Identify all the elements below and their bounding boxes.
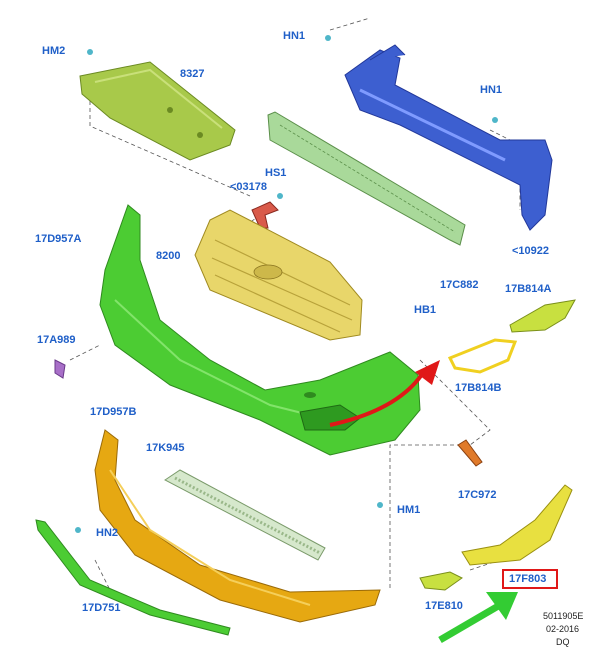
label-hm2: HM2 [42,45,66,57]
hn2-clip-icon [75,527,81,533]
hm1-clip-icon [377,502,383,508]
label-8200: 8200 [156,250,181,262]
label-10922: <10922 [512,245,550,257]
upper-grille [194,209,363,341]
radiator-shield [79,61,236,161]
label-17b814b: 17B814B [455,382,502,394]
red-direction-arrow [329,360,440,427]
footer-code: 5011905E [543,611,584,621]
label-17k945: 17K945 [146,442,185,454]
side-bracket [457,439,483,467]
lower-grille-mesh [164,469,326,561]
label-17d751: 17D751 [82,602,121,614]
bumper-cover [99,204,421,456]
label-17d957b: 17D957B [90,406,137,418]
lower-trim-strip [35,519,231,636]
side-reflector [54,359,66,379]
fog-lamp-bezel [509,299,576,333]
label-hn1-right: HN1 [480,84,503,96]
highlight-box-17f803 [502,569,558,589]
green-direction-arrow [438,592,518,644]
footer-date: 02-2016 [546,624,580,634]
label-17b814a: 17B814A [505,283,552,295]
label-8327: 8327 [180,68,205,80]
fog-lamp-bezel-outline [447,338,518,374]
hm2-clip-icon [87,49,93,55]
label-17e810: 17E810 [425,600,463,612]
energy-absorber [267,111,466,246]
hn1-clip-icon-right [492,117,498,123]
label-17f803: 17F803 [509,573,547,585]
footer-initials: DQ [556,637,570,647]
corner-trim [461,484,573,566]
label-17d957a: 17D957A [35,233,82,245]
label-17c972: 17C972 [458,489,497,501]
lower-bumper-cover [94,429,381,623]
label-17a989: 17A989 [37,334,76,346]
label-hm1: HM1 [397,504,421,516]
bumper-reinforcement [344,44,553,231]
small-trim-piece [419,571,463,591]
hn1-clip-icon-top [325,35,331,41]
hs1-screw-icon [277,193,283,199]
label-hn1-top: HN1 [283,30,306,42]
label-hn2: HN2 [96,527,119,539]
label-hb1: HB1 [414,304,437,316]
label-03178: <03178 [230,181,268,193]
label-17c882: 17C882 [440,279,479,291]
label-hs1: HS1 [265,167,287,179]
